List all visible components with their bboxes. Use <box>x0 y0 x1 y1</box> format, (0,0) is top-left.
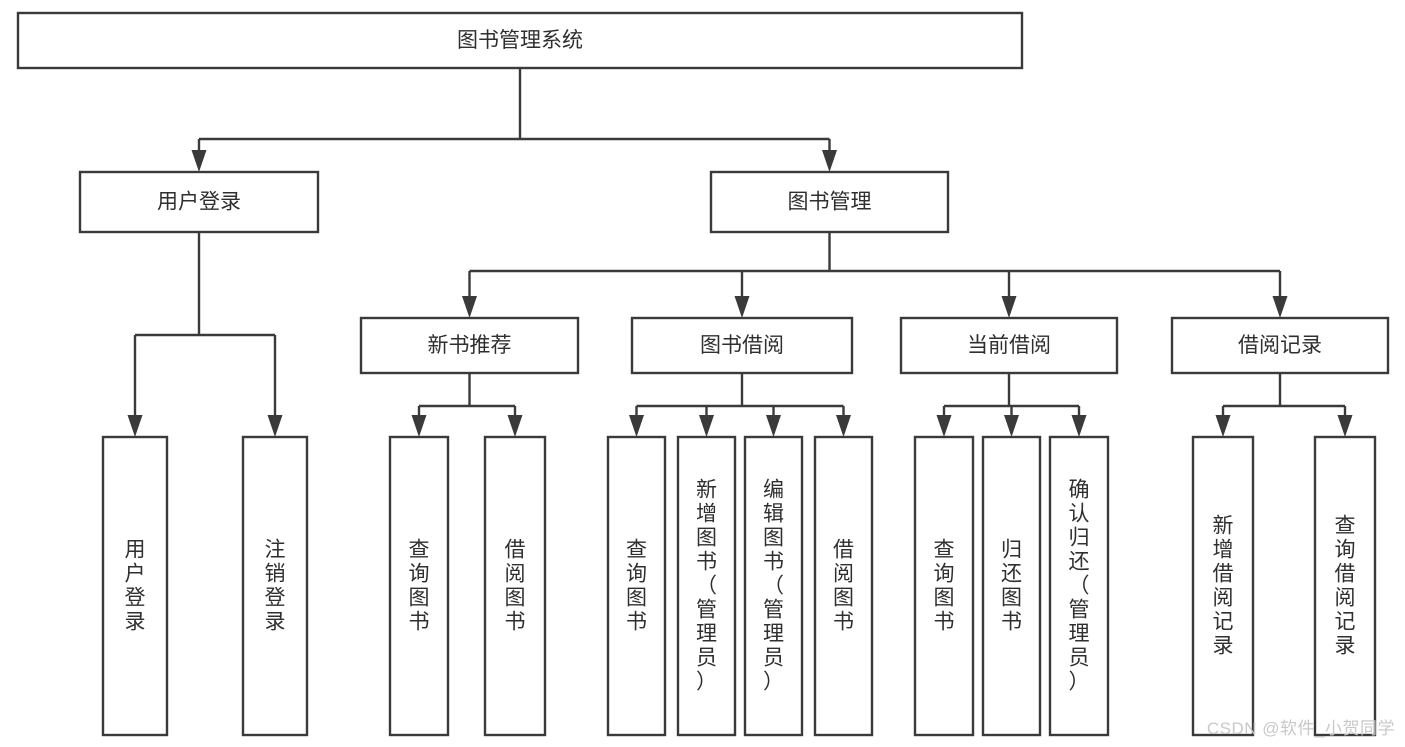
node-box[interactable] <box>913 435 975 737</box>
node-book-manage[interactable]: 图书管理 <box>709 170 950 234</box>
connector-group-root <box>191 68 837 172</box>
node-root[interactable]: 图书管理系统 <box>16 11 1024 70</box>
connector-group-book-manage <box>462 232 1288 318</box>
node-new-book-recommend[interactable]: 新书推荐 <box>359 316 580 375</box>
node-box[interactable] <box>899 316 1119 375</box>
node-label: 查询图书 <box>626 539 647 634</box>
node-label: 当前借阅 <box>967 334 1051 357</box>
node-label: 确认归还（管理员） <box>1069 479 1090 694</box>
nodes-layer: 图书管理系统用户登录图书管理新书推荐图书借阅当前借阅借阅记录用户登录注销登录查询… <box>16 11 1390 737</box>
node-box[interactable] <box>1048 435 1110 737</box>
node-user-login[interactable]: 用户登录 <box>78 170 320 234</box>
connector-arrowhead <box>699 415 714 437</box>
node-label: 用户登录 <box>125 539 146 634</box>
node-label: 图书借阅 <box>700 334 784 357</box>
node-box[interactable] <box>483 435 547 737</box>
connector-group-borrow-record <box>1215 373 1353 437</box>
node-label: 归还图书 <box>1001 539 1022 634</box>
connectors-layer <box>127 68 1353 437</box>
node-label: 编辑图书（管理员） <box>763 479 784 694</box>
node-leaf-logout[interactable]: 注销登录 <box>241 435 309 737</box>
connector-arrowhead <box>836 415 851 437</box>
connector-arrowhead <box>1215 415 1231 437</box>
node-leaf-query-book-2[interactable]: 查询图书 <box>606 435 667 737</box>
node-label: 图书管理系统 <box>457 29 583 52</box>
node-label: 图书管理 <box>788 191 872 214</box>
connector-arrowhead <box>1337 415 1353 437</box>
node-box[interactable] <box>606 435 667 737</box>
node-box[interactable] <box>1170 316 1390 375</box>
node-label: 查询借阅记录 <box>1335 515 1356 658</box>
node-label: 新增图书（管理员） <box>696 479 717 694</box>
node-leaf-return-book[interactable]: 归还图书 <box>981 435 1042 737</box>
node-label: 用户登录 <box>157 191 241 214</box>
connector-arrowhead <box>462 296 477 318</box>
node-current-borrow[interactable]: 当前借阅 <box>899 316 1119 375</box>
node-leaf-borrow-book-2[interactable]: 借阅图书 <box>813 435 874 737</box>
connector-group-user-login <box>127 232 283 437</box>
node-box[interactable] <box>743 435 804 737</box>
connector-arrowhead <box>267 415 283 437</box>
connector-group-new-book-recommend <box>411 373 523 437</box>
node-leaf-confirm-return[interactable]: 确认归还（管理员） <box>1048 435 1110 737</box>
node-leaf-add-book[interactable]: 新增图书（管理员） <box>676 435 737 737</box>
connector-group-book-borrow <box>629 373 851 437</box>
connector-arrowhead <box>191 150 207 172</box>
connector-arrowhead <box>822 150 837 172</box>
node-book-borrow[interactable]: 图书借阅 <box>630 316 854 375</box>
connector-arrowhead <box>1071 415 1087 437</box>
node-box[interactable] <box>676 435 737 737</box>
connector-arrowhead <box>507 415 523 437</box>
node-leaf-query-record[interactable]: 查询借阅记录 <box>1313 435 1377 737</box>
node-leaf-add-record[interactable]: 新增借阅记录 <box>1191 435 1255 737</box>
node-label: 借阅记录 <box>1238 334 1322 357</box>
connector-arrowhead <box>766 415 781 437</box>
connector-group-current-borrow <box>936 373 1087 437</box>
node-borrow-record[interactable]: 借阅记录 <box>1170 316 1390 375</box>
node-label: 借阅图书 <box>505 539 526 634</box>
node-label: 查询图书 <box>934 539 955 634</box>
connector-arrowhead <box>734 296 750 318</box>
connector-arrowhead <box>1004 415 1019 437</box>
connector-arrowhead <box>1001 296 1017 318</box>
node-box[interactable] <box>388 435 450 737</box>
connector-arrowhead <box>411 415 427 437</box>
node-box[interactable] <box>16 11 1024 70</box>
node-box[interactable] <box>1313 435 1377 737</box>
node-label: 查询图书 <box>409 539 430 634</box>
node-label: 注销登录 <box>265 539 286 634</box>
connector-arrowhead <box>936 415 952 437</box>
node-label: 新书推荐 <box>428 334 512 357</box>
node-box[interactable] <box>241 435 309 737</box>
node-leaf-query-book-3[interactable]: 查询图书 <box>913 435 975 737</box>
node-box[interactable] <box>630 316 854 375</box>
connector-arrowhead <box>127 415 143 437</box>
node-box[interactable] <box>101 435 169 737</box>
connector-arrowhead <box>1272 296 1288 318</box>
node-label: 新增借阅记录 <box>1213 515 1234 658</box>
connector-arrowhead <box>629 415 644 437</box>
node-leaf-user-login[interactable]: 用户登录 <box>101 435 169 737</box>
node-box[interactable] <box>78 170 320 234</box>
node-label: 借阅图书 <box>833 539 854 634</box>
node-leaf-query-book-1[interactable]: 查询图书 <box>388 435 450 737</box>
node-leaf-edit-book[interactable]: 编辑图书（管理员） <box>743 435 804 737</box>
node-box[interactable] <box>1191 435 1255 737</box>
node-leaf-borrow-book-1[interactable]: 借阅图书 <box>483 435 547 737</box>
node-box[interactable] <box>813 435 874 737</box>
node-box[interactable] <box>981 435 1042 737</box>
node-box[interactable] <box>359 316 580 375</box>
node-box[interactable] <box>709 170 950 234</box>
